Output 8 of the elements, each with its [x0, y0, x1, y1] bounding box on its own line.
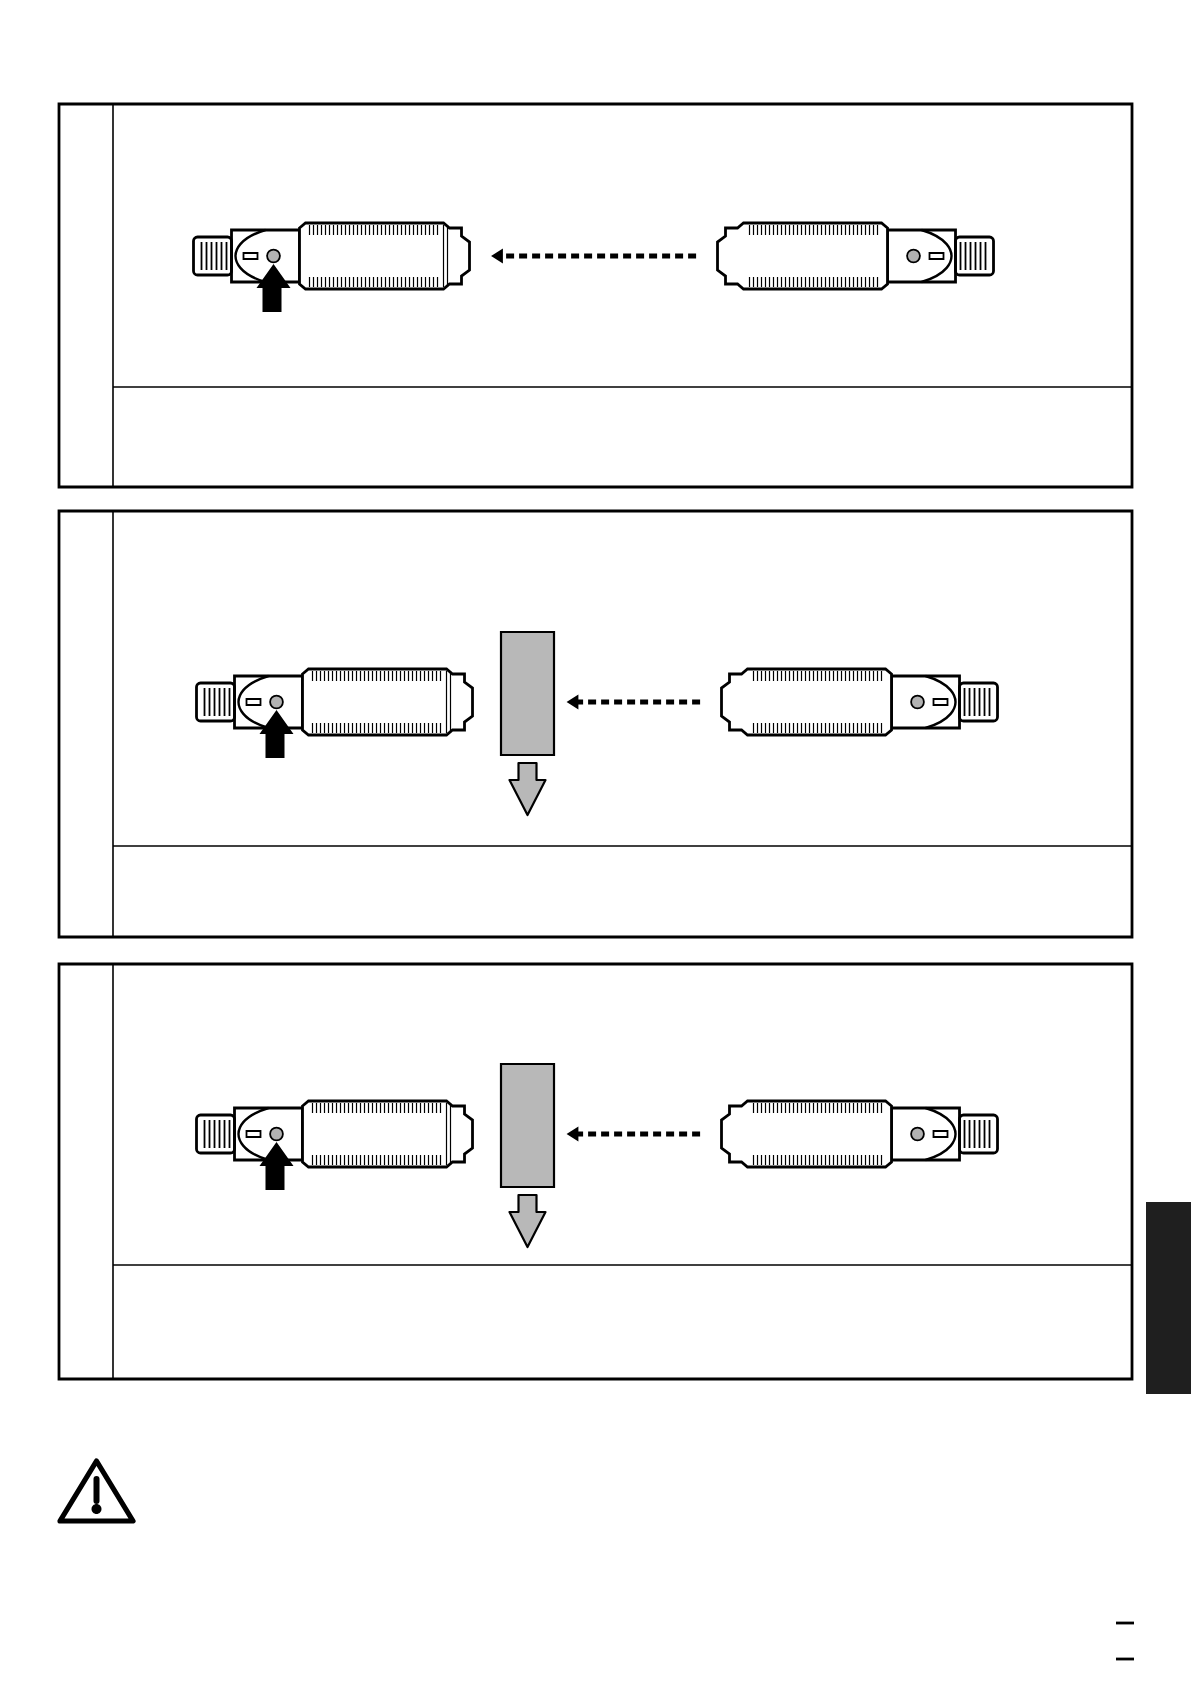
sensor-drawing — [195, 1099, 474, 1169]
sensor-drawing — [716, 221, 995, 291]
target-object — [499, 1062, 556, 1189]
sensor-drawing — [195, 667, 474, 737]
sensor-drawing — [192, 221, 471, 291]
sensor-drawing — [720, 1099, 999, 1169]
sensor-drawing — [720, 667, 999, 737]
target-object — [499, 630, 556, 757]
